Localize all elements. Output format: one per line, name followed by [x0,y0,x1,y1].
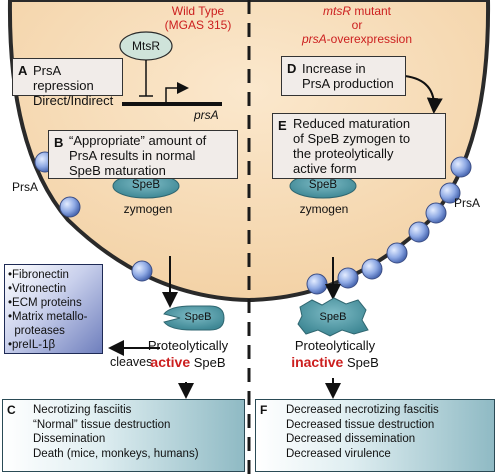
speb-active-shape [163,305,225,331]
prsa-lipoprotein [408,221,430,243]
box-c: C Necrotizing fasciitis “Normal” tissue … [2,399,245,472]
box-e: E Reduced maturation of SpeB zymogen to … [272,113,446,179]
box-b-line: “Appropriate” amount of [69,133,207,148]
prsa-lipoprotein [439,182,461,204]
box-f-line: Decreased dissemination [286,433,416,445]
inactive-word: inactive [291,354,344,370]
substrate-item: •Vitronectin [8,283,67,295]
mtsr-label: MtsR [132,39,160,53]
box-e-line: the proteolytically [293,146,394,161]
zymogen-left-label: zymogen [123,202,173,216]
box-e-line: of SpeB zymogen to [293,131,411,146]
box-f-line: Decreased virulence [286,447,391,460]
box-c-letter: C [7,403,16,417]
speb-inactive-shape [297,297,369,337]
mtsr-italic: mtsR [322,4,351,18]
prsa-lipoprotein [450,156,472,178]
substrate-item: •preIL-1β [8,339,56,351]
speb-inactive-label: SpeB [319,311,347,323]
box-c-line: Death (mice, monkeys, humans) [33,447,199,460]
box-f-line: Decreased necrotizing fascitis [286,404,439,416]
box-b-line: PrsA results in normal [69,148,196,163]
wild-type-label: Wild Type (MGAS 315) [158,4,238,32]
mutant-line2: or [351,18,363,32]
prsa-gene-label: prsA [194,108,219,122]
box-a-line: Direct/Indirect [33,93,114,108]
mutant-label: mtsR mutant or prsA-overexpression [262,4,452,46]
inactive-caption: Proteolytically inactive SpeB [270,338,400,371]
prsa-lipoprotein [425,202,447,224]
speb-right-label: SpeB [308,179,338,191]
active-caption: Proteolytically active SpeB [128,338,248,371]
wild-type-line2: (MGAS 315) [164,18,232,32]
box-d-line: PrsA production [302,76,394,91]
prsa-lipoprotein [386,242,408,264]
zymogen-right-label: zymogen [299,202,349,216]
active-speb: SpeB [193,355,226,370]
box-f: F Decreased necrotizing fascitis Decreas… [255,399,495,472]
substrate-item: proteases [8,325,65,337]
prsa-lipoprotein [337,267,359,289]
prsa-left-label: PrsA [12,180,39,194]
box-a: A PrsA repression Direct/Indirect [12,58,123,108]
box-b: B “Appropriate” amount of PrsA results i… [48,130,238,179]
prsa-lipoprotein [306,273,328,295]
box-a-letter: A [18,63,28,78]
box-d-letter: D [287,61,297,76]
mutant-line3-rest: -overexpression [326,32,413,46]
substrate-item: •ECM proteins [8,297,82,309]
box-e-line: Reduced maturation [293,116,411,131]
prsa-lipoprotein [59,196,81,218]
box-f-letter: F [260,403,268,417]
d-to-e-arrow [404,75,443,114]
wild-type-line1: Wild Type [171,4,225,18]
substrate-item: •Matrix metallo- [8,311,88,323]
substrate-box: •Fibronectin •Vitronectin •ECM proteins … [4,264,103,354]
box-c-line: Necrotizing fasciitis [33,404,132,416]
prsa-italic: prsA [301,32,327,46]
box-d: D Increase in PrsA production [281,56,406,96]
inactive-speb: SpeB [346,355,379,370]
substrate-item: •Fibronectin [8,269,69,281]
box-d-line: Increase in [302,61,366,76]
speb-left-label: SpeB [131,179,161,191]
proteolytically-left: Proteolytically [147,338,229,353]
box-f-line: Decreased tissue destruction [286,418,435,431]
active-word: active [150,354,191,370]
prsa-lipoprotein [361,258,383,280]
box-b-letter: B [54,135,64,150]
mutant-line1-rest: mutant [350,4,392,18]
proteolytically-right: Proteolytically [294,338,376,353]
box-c-line: “Normal” tissue destruction [33,418,171,431]
box-a-line: PrsA repression [33,63,94,93]
prsa-right-label: PrsA [454,196,481,210]
prsa-lipoprotein [131,260,153,282]
box-e-letter: E [278,118,287,133]
box-c-line: Dissemination [33,433,106,445]
cleaves-label: cleaves [110,355,153,369]
box-e-line: active form [293,161,357,176]
box-b-line: SpeB maturation [69,163,166,178]
speb-active-label: SpeB [184,311,212,323]
